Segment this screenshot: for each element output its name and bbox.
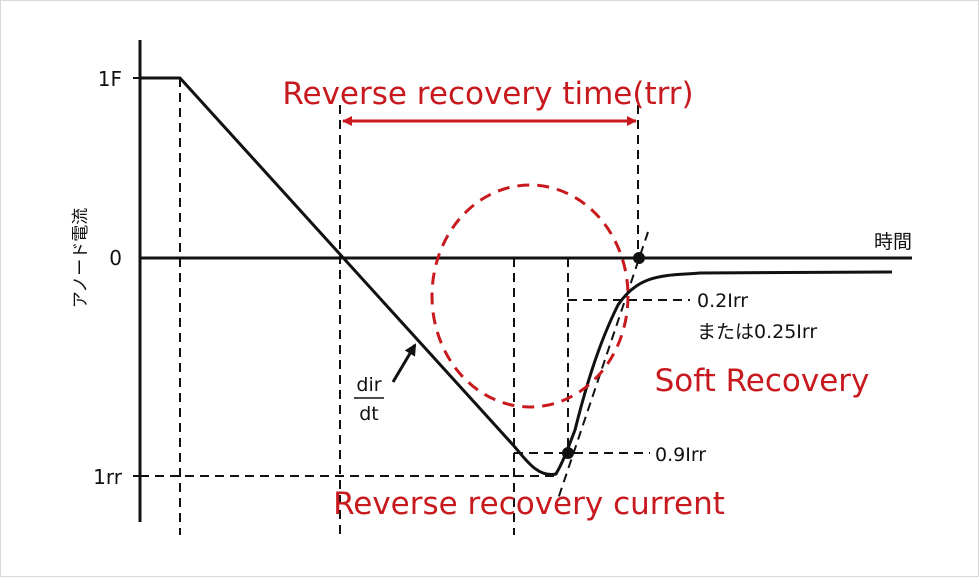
anode-current-curve xyxy=(140,76,893,477)
didt-arrow xyxy=(391,343,417,383)
soft-recovery-label: Soft Recovery xyxy=(655,363,870,399)
y-tick-zero: 0 xyxy=(109,246,122,270)
irr-title: Reverse recovery current xyxy=(333,486,725,522)
guide-lines xyxy=(140,78,690,535)
level-02-label-line1: 0.2Irr xyxy=(697,290,748,312)
y-axis-title: アノード電流 xyxy=(71,208,91,308)
point-09irr xyxy=(562,447,574,459)
level-02-label-line2: または0.25Irr xyxy=(697,321,817,343)
soft-recovery-circle xyxy=(430,183,630,409)
didt-numerator: dir xyxy=(356,374,381,396)
trr-title: Reverse recovery time(trr) xyxy=(282,76,693,112)
y-tick-if: 1F xyxy=(98,67,122,91)
level-09-label: 0.9Irr xyxy=(655,444,706,466)
x-axis-title: 時間 xyxy=(874,231,912,253)
didt-denominator: dt xyxy=(359,403,379,425)
y-tick-irr: 1rr xyxy=(93,465,123,489)
point-trr-end xyxy=(633,252,645,264)
guide-tangent xyxy=(555,231,649,506)
